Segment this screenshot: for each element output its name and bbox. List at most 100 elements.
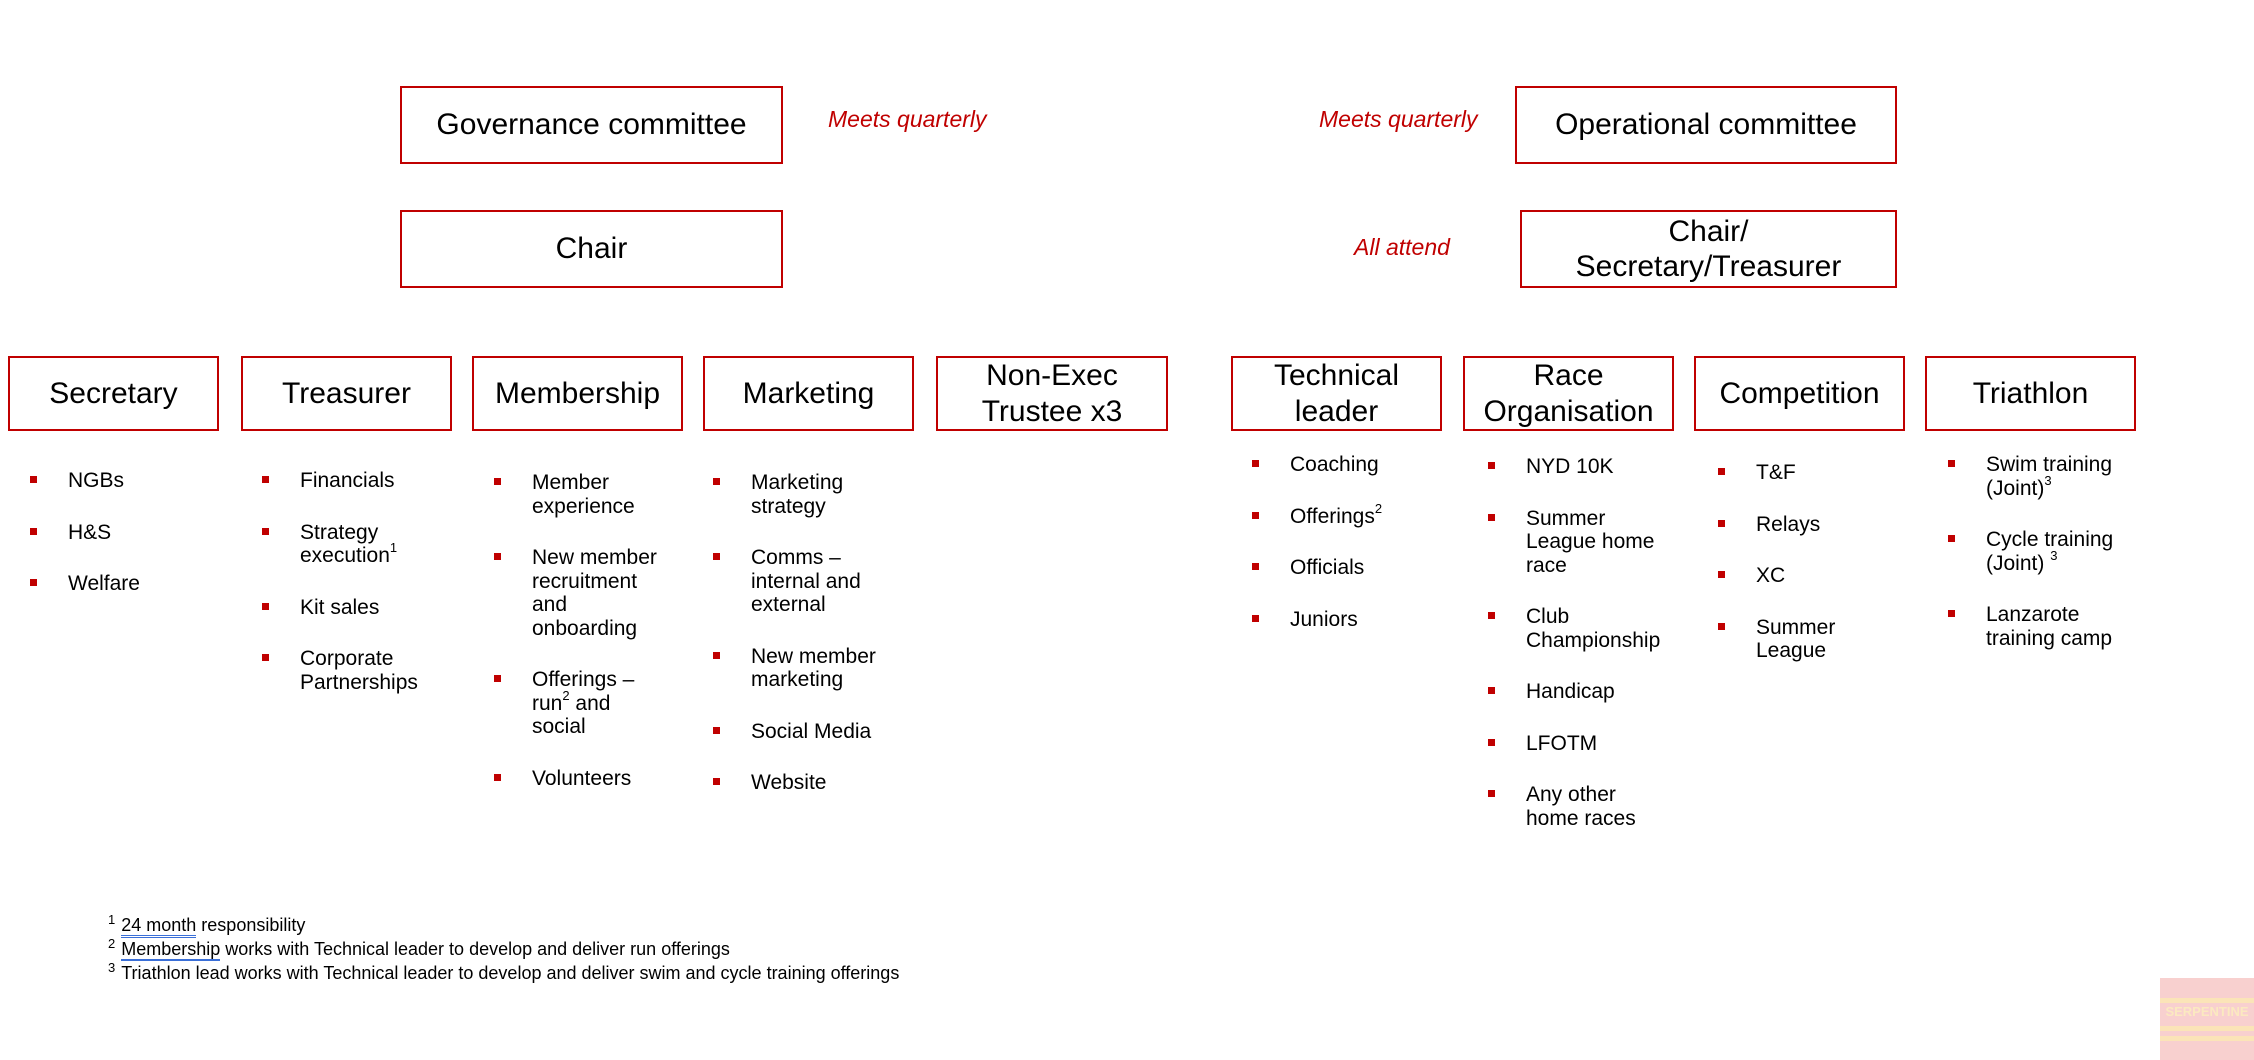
role-box-marketing: Marketing bbox=[703, 356, 914, 431]
logo-stripe bbox=[2160, 1036, 2254, 1041]
role-box-technical: Technical leader bbox=[1231, 356, 1442, 431]
list-item: Strategy execution1 bbox=[262, 521, 420, 568]
treasurer-responsibilities: Financials Strategy execution1 Kit sales… bbox=[262, 469, 462, 722]
role-title-line2: Organisation bbox=[1483, 394, 1654, 428]
footnote-ref: 3 bbox=[2050, 547, 2058, 563]
list-item: Corporate Partnerships bbox=[262, 647, 440, 694]
footnote-mark: 3 bbox=[108, 960, 116, 975]
role-title: Secretary bbox=[49, 376, 178, 410]
race-responsibilities: NYD 10K Summer League home race Club Cha… bbox=[1488, 455, 1668, 858]
governance-chair-box: Chair bbox=[400, 210, 783, 288]
list-item: Summer League bbox=[1718, 616, 1856, 663]
list-item-text: and social bbox=[532, 691, 611, 739]
list-item: Lanzarote training camp bbox=[1948, 603, 2136, 650]
list-item-text: Offerings – run bbox=[532, 668, 635, 715]
governance-chair-title: Chair bbox=[555, 232, 628, 266]
list-item: New member recruitment and onboarding bbox=[494, 546, 672, 640]
footnote-underlined: 24 month bbox=[121, 915, 197, 938]
role-box-triathlon: Triathlon bbox=[1925, 356, 2136, 431]
footnote-text: Triathlon lead works with Technical lead… bbox=[121, 963, 900, 983]
membership-responsibilities: Member experience New member recruitment… bbox=[494, 471, 674, 818]
role-title: Triathlon bbox=[1972, 376, 2089, 410]
list-item: Swim training (Joint)3 bbox=[1948, 453, 2136, 500]
role-box-secretary: Secretary bbox=[8, 356, 219, 431]
footnote-underlined: Membership bbox=[121, 939, 221, 961]
list-item: New member marketing bbox=[713, 645, 901, 692]
footnote-mark: 1 bbox=[108, 912, 116, 927]
list-item: Volunteers bbox=[494, 767, 674, 791]
role-title: Marketing bbox=[742, 376, 875, 410]
list-item: Juniors bbox=[1252, 608, 1442, 632]
list-item: T&F bbox=[1718, 461, 1898, 485]
list-item: Summer League home race bbox=[1488, 507, 1666, 578]
role-title: Membership bbox=[494, 376, 661, 410]
role-title-line1: Race bbox=[1533, 359, 1604, 393]
governance-committee-box: Governance committee bbox=[400, 86, 783, 164]
role-title-line2: Trustee x3 bbox=[981, 394, 1123, 428]
footnote-ref: 3 bbox=[2044, 472, 2052, 488]
operational-committee-box: Operational committee bbox=[1515, 86, 1897, 164]
marketing-responsibilities: Marketing strategy Comms – internal and … bbox=[713, 471, 913, 823]
operational-meets-note: Meets quarterly bbox=[1319, 106, 1478, 132]
footnote-ref: 2 bbox=[562, 687, 570, 703]
footnote-ref: 1 bbox=[389, 540, 398, 556]
list-item: Website bbox=[713, 771, 913, 795]
list-item: H&S bbox=[30, 521, 220, 545]
operational-chair-box: Chair/ Secretary/Treasurer bbox=[1520, 210, 1897, 288]
role-title-line1: Technical bbox=[1273, 359, 1400, 393]
list-item: Social Media bbox=[713, 720, 913, 744]
list-item-text: Swim training (Joint) bbox=[1986, 453, 2113, 500]
governance-committee-title: Governance committee bbox=[436, 108, 747, 142]
logo-stripe bbox=[2160, 1026, 2254, 1031]
role-title-line1: Non-Exec bbox=[986, 359, 1118, 393]
role-title: Competition bbox=[1719, 376, 1880, 410]
list-item: Club Championship bbox=[1488, 605, 1676, 652]
list-item: Offerings – run2 and social bbox=[494, 668, 642, 739]
list-item: Officials bbox=[1252, 556, 1442, 580]
role-box-nonexec: Non-Exec Trustee x3 bbox=[936, 356, 1168, 431]
logo-stripe bbox=[2160, 998, 2254, 1003]
list-item: Marketing strategy bbox=[713, 471, 871, 518]
technical-responsibilities: Coaching Offerings2 Officials Juniors bbox=[1252, 453, 1442, 659]
list-item-text: Offerings bbox=[1290, 504, 1375, 528]
list-item-text: Strategy execution bbox=[300, 520, 390, 568]
role-box-competition: Competition bbox=[1694, 356, 1905, 431]
list-item: Member experience bbox=[494, 471, 652, 518]
list-item: Welfare bbox=[30, 572, 220, 596]
list-item: Financials bbox=[262, 469, 462, 493]
club-logo: SERPENTINE bbox=[2160, 978, 2254, 1060]
footnotes: 1 24 month responsibility 2 Membership wor… bbox=[108, 913, 899, 985]
list-item: Any other home races bbox=[1488, 783, 1656, 830]
list-item: NGBs bbox=[30, 469, 220, 493]
list-item: LFOTM bbox=[1488, 732, 1668, 756]
all-attend-note: All attend bbox=[1354, 234, 1450, 260]
role-box-membership: Membership bbox=[472, 356, 683, 431]
list-item: Kit sales bbox=[262, 596, 462, 620]
list-item: NYD 10K bbox=[1488, 455, 1668, 479]
footnote-1: 1 24 month responsibility bbox=[108, 912, 899, 938]
operational-committee-title: Operational committee bbox=[1555, 108, 1857, 142]
list-item: XC bbox=[1718, 564, 1898, 588]
governance-meets-note: Meets quarterly bbox=[828, 106, 987, 132]
footnote-ref: 2 bbox=[1374, 500, 1383, 516]
footnote-mark: 2 bbox=[108, 936, 116, 951]
role-box-treasurer: Treasurer bbox=[241, 356, 452, 431]
competition-responsibilities: T&F Relays XC Summer League bbox=[1718, 461, 1898, 691]
footnote-3: 3 Triathlon lead works with Technical lea… bbox=[108, 961, 899, 985]
operational-chair-line1: Chair/ bbox=[1668, 214, 1749, 248]
footnote-text: works with Technical leader to develop a… bbox=[220, 939, 730, 959]
list-item: Relays bbox=[1718, 513, 1898, 537]
footnote-2: 2 Membership works with Technical leader … bbox=[108, 937, 899, 961]
role-title: Treasurer bbox=[282, 376, 411, 410]
logo-text: SERPENTINE bbox=[2165, 1004, 2249, 1019]
list-item: Cycle training (Joint) 3 bbox=[1948, 528, 2136, 575]
list-item: Comms – internal and external bbox=[713, 546, 881, 617]
secretary-responsibilities: NGBs H&S Welfare bbox=[30, 469, 220, 624]
triathlon-responsibilities: Swim training (Joint)3 Cycle training (J… bbox=[1948, 453, 2148, 678]
footnote-text: responsibility bbox=[196, 915, 306, 935]
list-item: Offerings2 bbox=[1252, 502, 1442, 529]
operational-chair-line2: Secretary/Treasurer bbox=[1575, 250, 1842, 283]
list-item: Handicap bbox=[1488, 680, 1668, 704]
list-item: Coaching bbox=[1252, 453, 1442, 477]
role-box-race: Race Organisation bbox=[1463, 356, 1674, 431]
